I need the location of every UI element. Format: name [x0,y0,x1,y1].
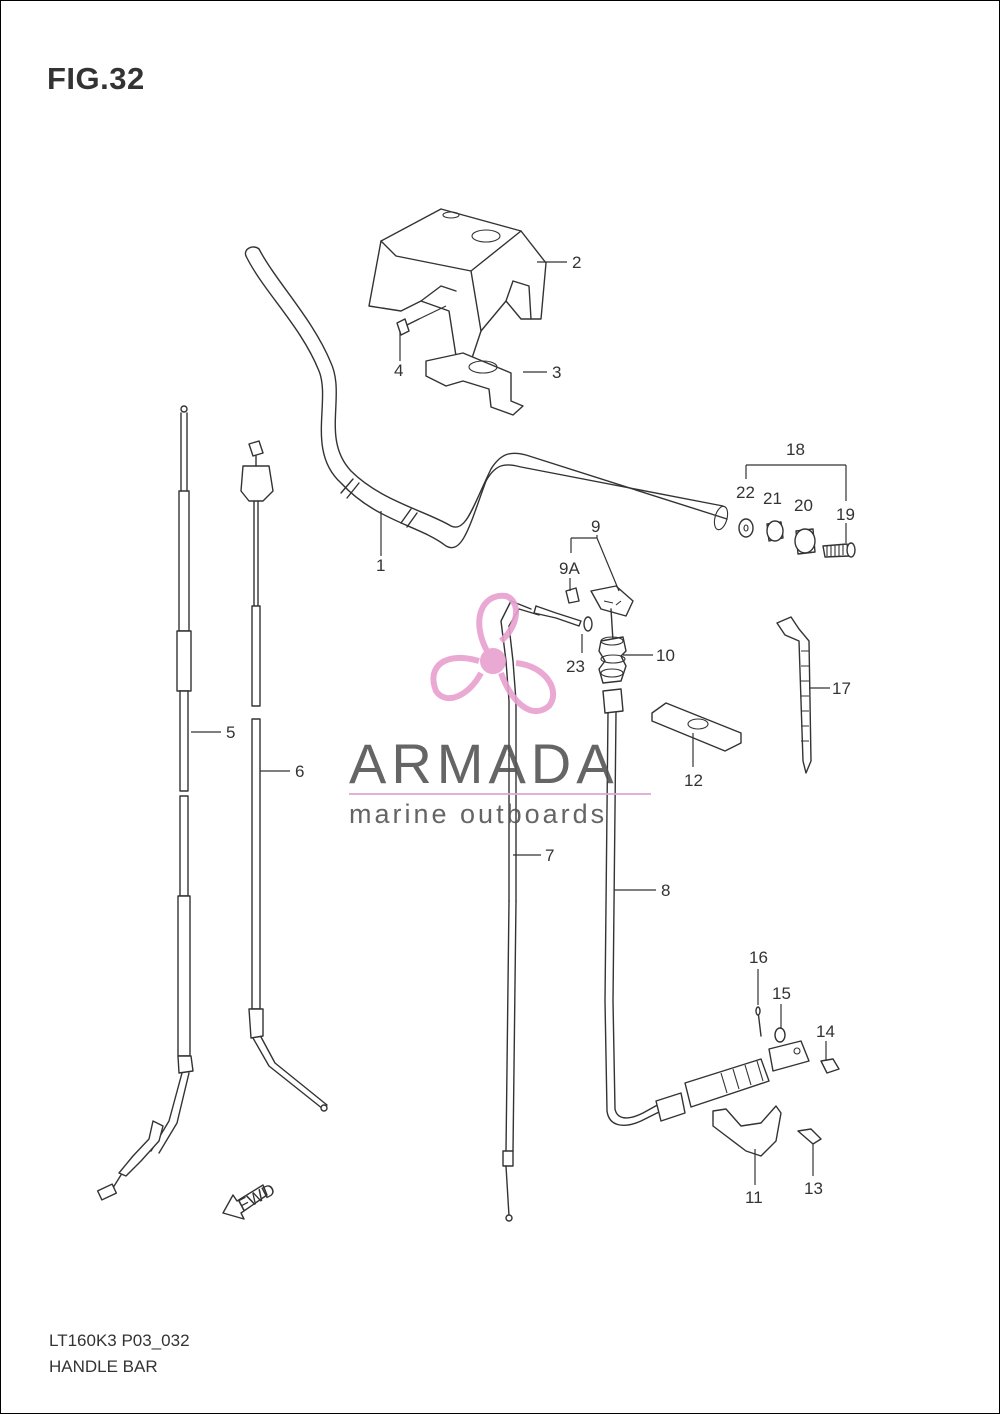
label-15: 15 [772,984,791,1003]
label-4: 4 [394,361,403,380]
label-12: 12 [684,771,703,790]
label-23: 23 [566,657,585,676]
cable-7-part [500,600,540,1222]
forward-direction-arrow: FWD [222,1180,278,1220]
cable-tie-part [776,616,812,774]
handlebar-cover-part [368,208,547,362]
label-20: 20 [794,496,813,515]
bracket-11-part [712,1105,782,1157]
label-21: 21 [763,489,782,508]
watermark-tagline: marine outboards [349,799,607,829]
figure-name: HANDLE BAR [49,1357,158,1376]
label-8: 8 [661,881,670,900]
throttle-lever-part [533,585,634,642]
bolt-13-part [797,1128,822,1145]
label-6: 6 [295,762,304,781]
label-14: 14 [816,1022,835,1041]
cable-plate-part [651,702,742,752]
label-9a: 9A [559,559,580,578]
cover-bracket-part [425,352,524,416]
label-5: 5 [226,723,235,742]
cover-screw-part [396,305,447,336]
cable-6-part [240,440,328,1112]
screw-23-part [533,605,582,627]
label-2: 2 [572,253,581,272]
figure-title: FIG.32 [47,61,145,96]
washer-22-part [738,518,754,538]
cable-5-part [96,405,194,1201]
washer-15-part [774,1027,786,1043]
handlebar-part [244,246,729,549]
label-18: 18 [786,440,805,459]
propeller-logo-icon [430,592,557,715]
leader-lines [191,261,847,1185]
label-9: 9 [591,517,600,536]
label-1: 1 [376,556,385,575]
cable-boot-part [598,636,627,684]
fwd-text: FWD [235,1180,278,1215]
armada-watermark: ARMADA marine outboards [349,592,651,829]
callout-labels: 2 3 4 1 5 6 7 8 9 9A 10 23 12 17 18 22 2… [226,253,855,1207]
screw-9a-part [565,587,580,604]
figure-code: LT160K3 P03_032 [49,1331,190,1350]
cable-bracket-hardware [712,1006,840,1157]
label-17: 17 [832,679,851,698]
watermark-brand: ARMADA [349,732,619,795]
label-13: 13 [804,1179,823,1198]
label-10: 10 [656,646,675,665]
label-7: 7 [545,846,554,865]
label-19: 19 [836,505,855,524]
bolt-14-part [820,1058,840,1074]
bar-end-hardware [738,518,856,558]
label-22: 22 [736,483,755,502]
label-11: 11 [745,1188,763,1207]
cable-8-part [602,688,810,1127]
label-16: 16 [749,948,768,967]
label-3: 3 [552,363,561,382]
